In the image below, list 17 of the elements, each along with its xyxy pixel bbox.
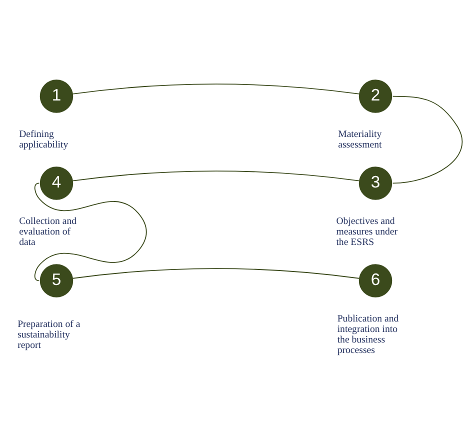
node-circle: 3 (358, 166, 392, 200)
node-label: Objectives and measures under the ESRS (336, 215, 398, 248)
node-circle: 1 (40, 79, 74, 112)
connector (72, 268, 360, 278)
node-label: Preparation of a sustainability report (18, 318, 80, 350)
connector (34, 182, 147, 281)
connector (72, 170, 360, 181)
node-label: Defining applicability (19, 128, 68, 150)
node-circle: 5 (40, 264, 74, 297)
connector (72, 83, 360, 94)
connector (392, 95, 463, 184)
node-circle: 2 (358, 79, 392, 112)
node-label: Materiality assessment (338, 128, 382, 150)
node-circle: 4 (40, 166, 74, 200)
node-label: Collection and evaluation of data (19, 215, 77, 248)
node-circle: 6 (358, 264, 392, 297)
node-label: Publication and integration into the business processes (337, 312, 399, 356)
